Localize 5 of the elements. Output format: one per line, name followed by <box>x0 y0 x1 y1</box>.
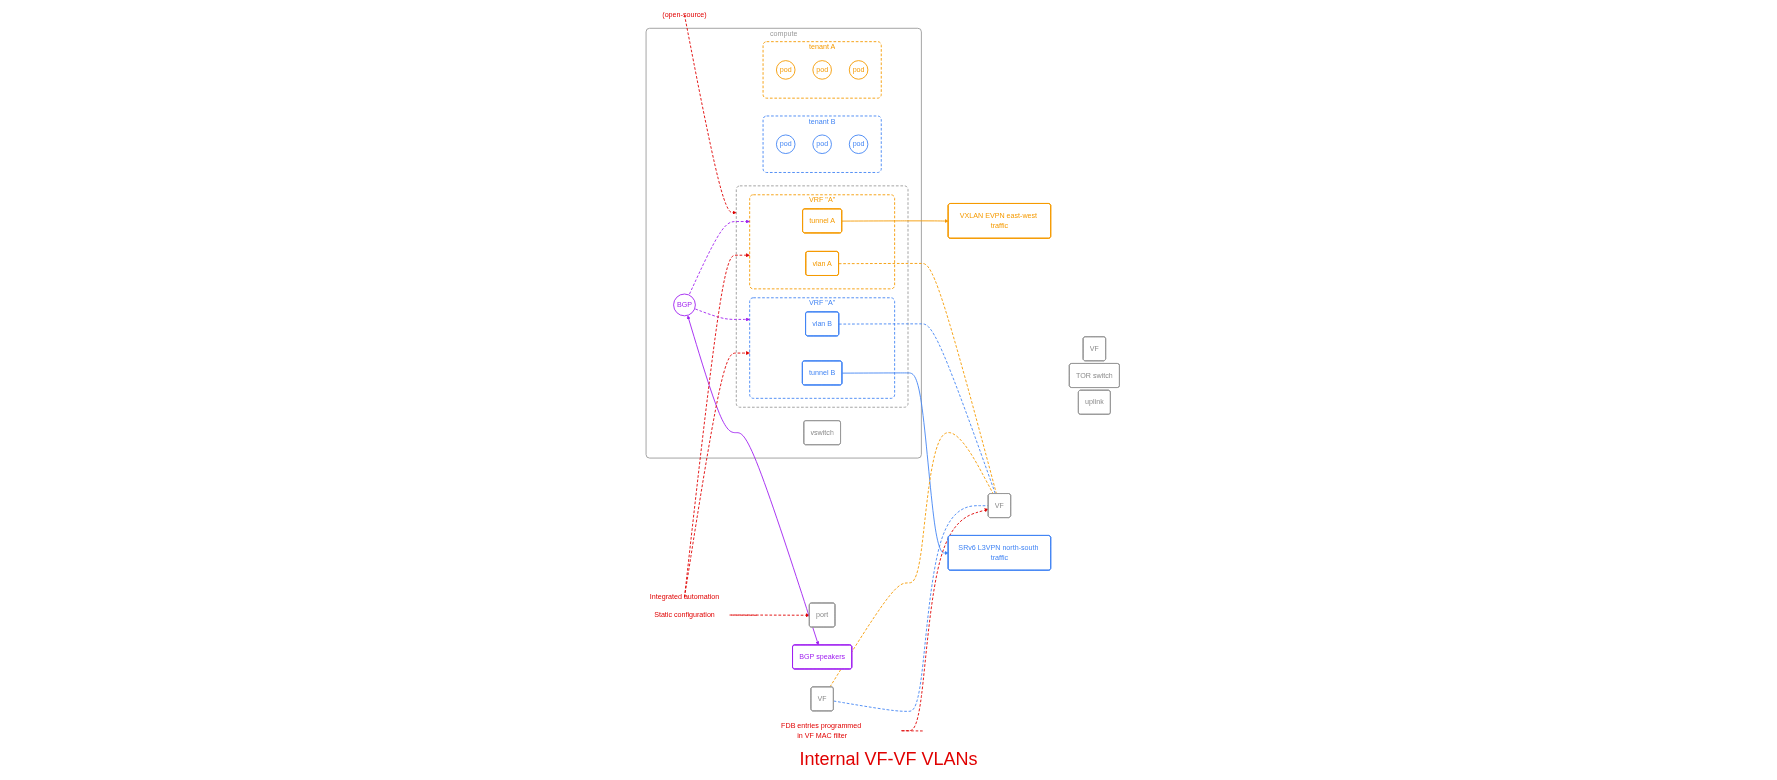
note-text: Internal VF-VF VLANs <box>799 749 978 770</box>
connector <box>838 263 997 495</box>
connector <box>833 505 989 712</box>
cluster <box>735 185 909 408</box>
connector <box>829 432 994 688</box>
